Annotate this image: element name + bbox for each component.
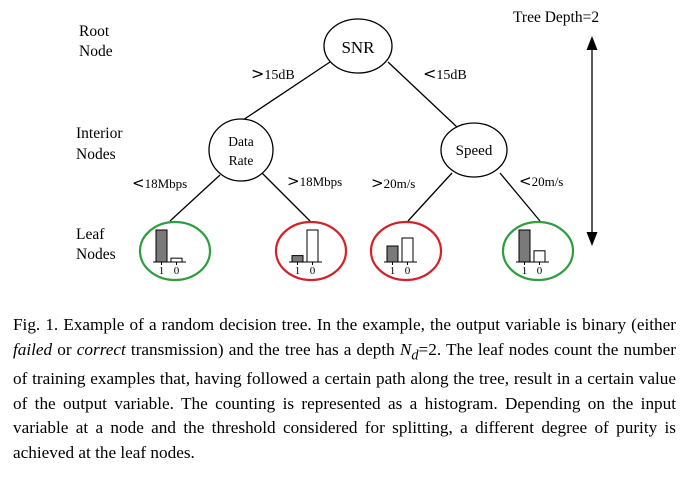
histogram-bar [518, 229, 531, 263]
edge-label-right-right: <20m/s [519, 172, 563, 190]
caption-part-1: Fig. 1. Example of a random decision tre… [13, 315, 676, 334]
decision-tree-diagram: SNR Data Rate Speed >15dB <15dB <18Mbps … [76, 9, 599, 282]
caption-depth-symbol: N [399, 339, 412, 359]
histogram-tick-label: 0 [537, 265, 543, 277]
histogram-bar [386, 245, 399, 263]
interior-node-data-rate [208, 118, 274, 182]
level-labels: Root Node Interior Nodes Leaf Nodes [76, 23, 123, 263]
edge-right-left [407, 172, 453, 222]
histogram-tick-label: 0 [405, 265, 411, 277]
edge-label-root-right: <15dB [423, 64, 467, 83]
edge-label-left-left: <18Mbps [132, 174, 187, 192]
edge-left-left [169, 174, 221, 222]
histogram-bar [306, 229, 319, 263]
caption-correct: correct [76, 339, 126, 359]
root-node [323, 18, 393, 74]
speed-label: Speed [456, 143, 493, 159]
histogram-tick-label: 0 [174, 265, 180, 277]
tree-edges [169, 61, 541, 222]
tree-depth-label: Tree Depth=2 [513, 9, 599, 26]
histogram-bar [155, 229, 168, 263]
data-rate-label-line1: Data [228, 134, 253, 149]
edge-root-right [387, 61, 459, 129]
interior-nodes-label-line1: Interior [76, 125, 123, 142]
root-node-label-line2: Node [79, 43, 113, 60]
histogram-tick-label: 1 [522, 265, 528, 277]
histogram-tick-label: 1 [390, 265, 396, 277]
caption-depth-subscript: d [411, 346, 419, 363]
histogram-bar [533, 250, 546, 263]
root-node-label: SNR [341, 38, 375, 57]
data-rate-label-line2: Rate [229, 153, 254, 168]
figure-caption: Fig. 1. Example of a random decision tre… [13, 313, 676, 465]
root-node-label-line1: Root [79, 23, 110, 40]
histogram-tick-label: 1 [295, 265, 301, 277]
histogram-tick-label: 1 [159, 265, 165, 277]
interior-nodes-label-line2: Nodes [76, 146, 116, 163]
edge-label-left-right: >18Mbps [287, 172, 342, 190]
histogram-bar [401, 237, 414, 263]
caption-part-2: or [52, 339, 77, 359]
tree-depth-arrow [586, 36, 598, 246]
edge-label-right-left: >20m/s [371, 174, 415, 192]
histogram-tick-label: 0 [310, 265, 316, 277]
histogram-bar [170, 257, 183, 263]
leaf-nodes-label-line1: Leaf [76, 226, 105, 243]
caption-failed: failed [13, 339, 53, 359]
edge-right-right [499, 172, 541, 222]
histogram-bar [291, 255, 304, 263]
edge-left-right [261, 172, 311, 222]
edge-labels: >15dB <15dB <18Mbps >18Mbps >20m/s <20m/… [132, 64, 563, 192]
caption-part-3: transmission) and the tree has a depth [125, 339, 400, 359]
caption-part-4: =2. The leaf nodes count the number of t… [13, 339, 676, 462]
edge-label-root-left: >15dB [251, 64, 295, 83]
leaf-nodes-label-line2: Nodes [76, 246, 116, 263]
edge-root-left [239, 61, 331, 123]
interior-node-speed [440, 122, 508, 178]
